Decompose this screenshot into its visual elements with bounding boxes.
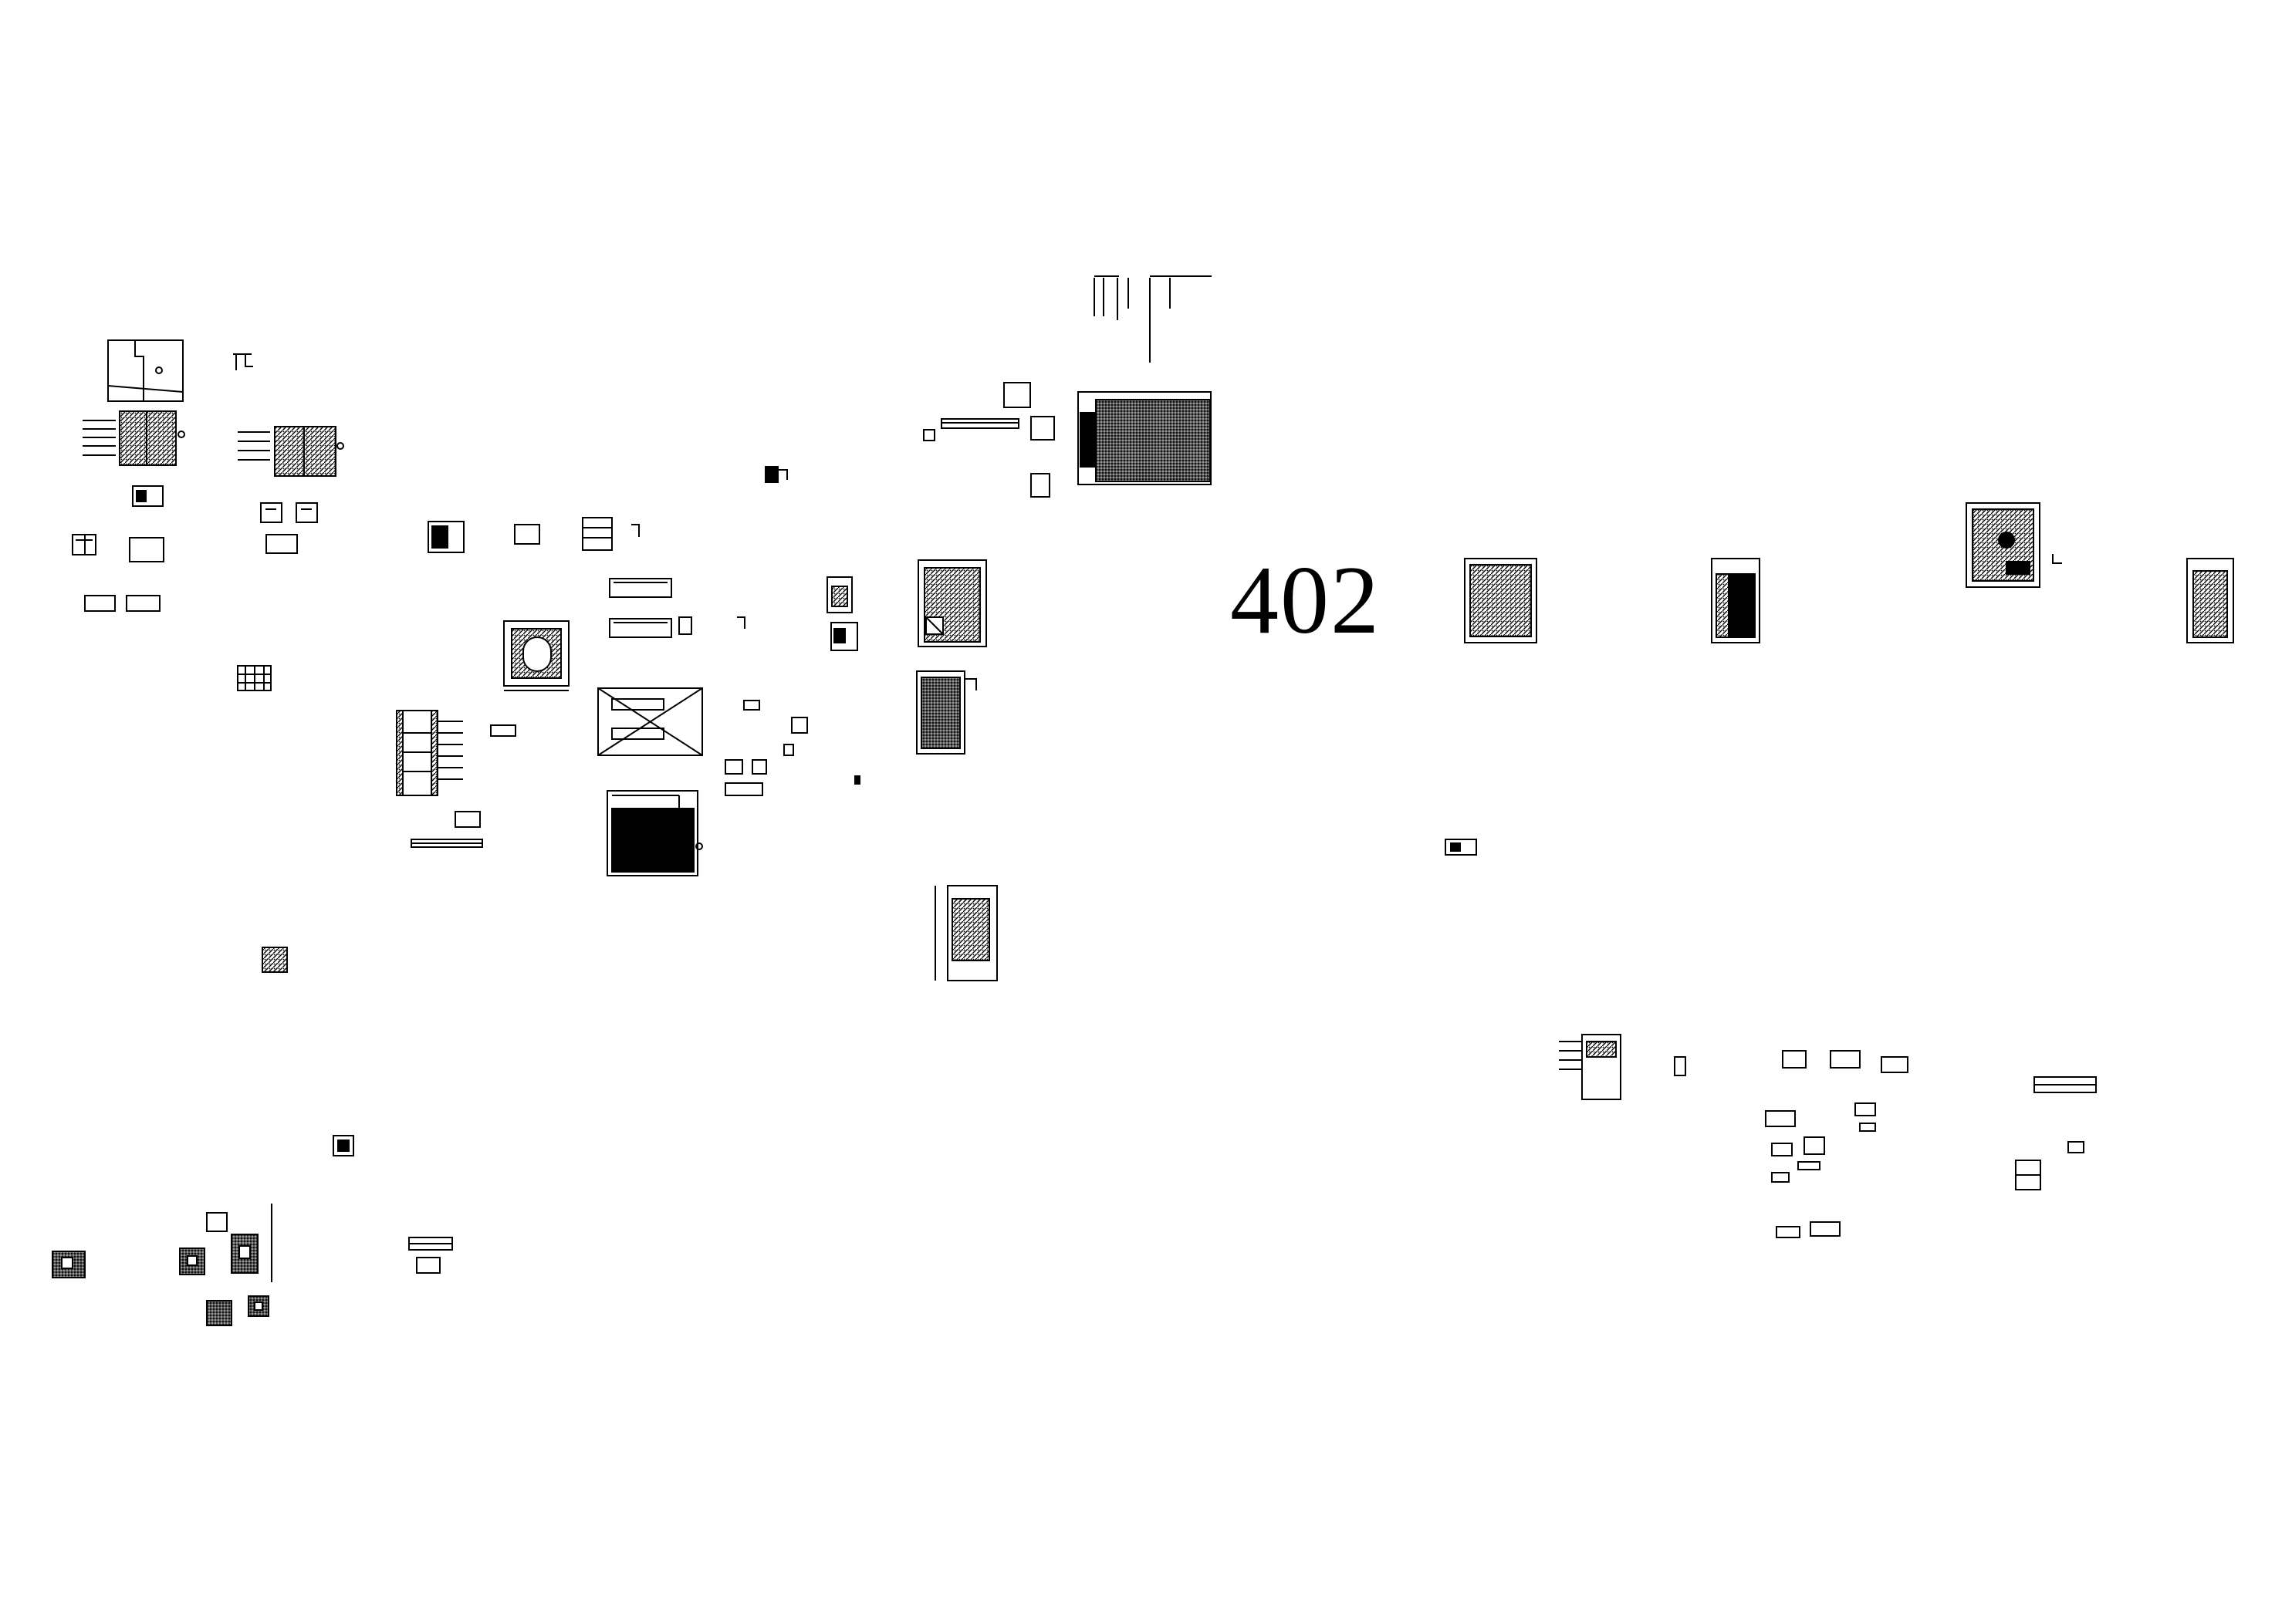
small-detail-bottom-left-3: [408, 1237, 453, 1274]
hatched-plan-bottom-center: [947, 885, 998, 981]
wall-section-right: [1559, 1034, 1621, 1100]
small-detail-bottom-left-1: [262, 947, 288, 973]
small-details-left: [72, 485, 318, 612]
hatched-wall-section-1: [83, 410, 185, 466]
grid-detail-left: [237, 665, 272, 691]
side-elevations: [827, 576, 858, 651]
hatched-tile-plan-top: [1077, 391, 1212, 485]
sheet-number-label: 402: [1230, 547, 1381, 654]
wall-section-lower-center: [935, 885, 998, 981]
column-details-bottom: [52, 1204, 272, 1326]
tall-cabinet-elevation: [396, 710, 463, 796]
plan-box-right-3: [1966, 502, 2062, 588]
small-details-top-center: [923, 382, 1055, 498]
hatched-wall-section-2: [238, 426, 344, 477]
plan-box-right-4: [2186, 558, 2234, 643]
cross-reference-plan: [597, 687, 703, 756]
small-section-mark: [233, 353, 253, 370]
plan-box-right-1: [1464, 558, 1537, 643]
dark-floor-plan: [607, 790, 703, 876]
section-detail-top-left: [107, 339, 184, 402]
long-cabinet-elevations: [609, 578, 745, 638]
bath-plan: [503, 620, 570, 691]
door-detail: [765, 466, 788, 483]
elevation-small-1: [428, 517, 640, 553]
bathroom-plan-center: [918, 559, 987, 647]
small-detail-bottom-left-2: [333, 1135, 354, 1156]
small-details-center: [411, 700, 860, 848]
small-details-right-cluster: [1674, 1050, 2097, 1238]
small-detail-right-mid: [1445, 839, 1477, 856]
leader-lines-top: [1094, 275, 1212, 363]
bathroom-plan-center-2: [916, 670, 977, 755]
plan-box-right-2: [1711, 558, 1760, 643]
